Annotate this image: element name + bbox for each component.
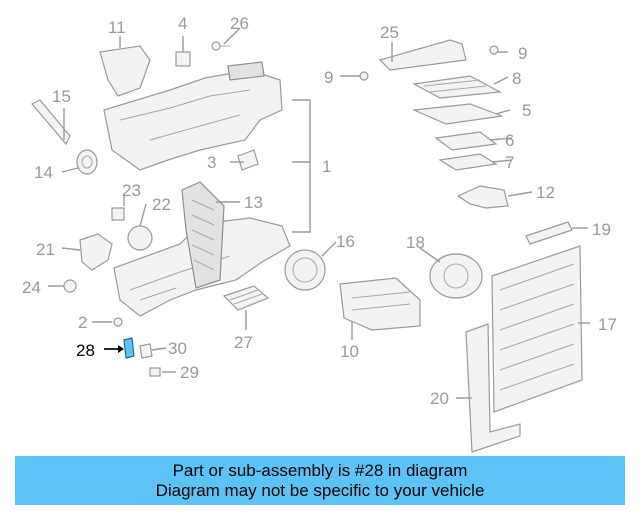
callout-label: 24 xyxy=(22,278,41,297)
part-8-filter xyxy=(412,75,503,99)
callout-label: 12 xyxy=(536,183,555,202)
part-9-clip-left xyxy=(359,71,369,81)
callout-label: 17 xyxy=(598,315,617,334)
banner-line-2: Diagram may not be specific to your vehi… xyxy=(155,480,485,500)
callout-label: 20 xyxy=(430,389,449,408)
heater-housing-upper xyxy=(99,45,283,171)
callout-label: 16 xyxy=(336,232,355,251)
part-30-clip xyxy=(139,343,153,359)
part-4-clip xyxy=(175,51,191,67)
callout-label: 7 xyxy=(505,153,514,172)
callout-label: 9 xyxy=(324,68,333,87)
callout-label: 5 xyxy=(522,101,531,120)
callout-label-highlighted: 28 xyxy=(76,341,95,360)
callout-label: 26 xyxy=(230,14,249,33)
callout-label: 15 xyxy=(52,87,71,106)
part-26-screw xyxy=(211,41,230,51)
part-2-screw xyxy=(113,317,123,327)
part-16-blower xyxy=(284,249,326,291)
part-12-bracket xyxy=(456,185,509,209)
part-15-sensor xyxy=(31,99,71,146)
leader-lines xyxy=(48,27,590,399)
part-25-strip xyxy=(378,39,467,71)
part-29-plug xyxy=(149,367,161,377)
callout-label: 19 xyxy=(592,220,611,239)
part-21-actuator xyxy=(79,233,113,271)
callout-label: 23 xyxy=(122,181,141,200)
part-22-disc xyxy=(127,225,153,251)
callout-label: 2 xyxy=(78,313,87,332)
callout-label: 25 xyxy=(380,23,399,42)
part-14-ring xyxy=(76,149,98,175)
callout-label: 11 xyxy=(108,18,126,37)
part-27-vent xyxy=(222,285,270,311)
callout-label: 3 xyxy=(207,153,216,172)
callout-label: 8 xyxy=(512,69,521,88)
callout-label: 27 xyxy=(234,333,253,352)
callout-label: 1 xyxy=(322,157,331,176)
callout-label: 18 xyxy=(406,233,425,252)
part-6-gasket xyxy=(434,131,498,151)
callout-label: 21 xyxy=(36,240,55,259)
callout-label: 14 xyxy=(34,163,53,182)
callout-label: 13 xyxy=(244,193,263,212)
callout-labels: 1 2 3 4 5 6 7 8 9 9 10 11 12 13 14 15 16… xyxy=(22,14,617,408)
part-17-heater-core xyxy=(491,245,583,413)
callout-label: 9 xyxy=(518,44,527,63)
part-18-motor xyxy=(429,253,483,299)
callout-label: 4 xyxy=(178,14,187,33)
part-5-filter-tray xyxy=(411,103,503,125)
part-28-highlighted xyxy=(123,337,135,359)
part-13-core xyxy=(181,181,225,289)
callout-label: 22 xyxy=(152,195,171,214)
highlight-arrow xyxy=(104,345,124,353)
part-20-frame xyxy=(465,323,521,453)
part-23-fitting xyxy=(111,207,125,221)
callout-label: 30 xyxy=(168,339,187,358)
callout-label: 10 xyxy=(340,342,359,361)
part-10-module xyxy=(339,277,421,331)
banner-line-1: Part or sub-assembly is #28 in diagram xyxy=(172,460,468,480)
part-7-gasket xyxy=(438,153,498,171)
callout-label: 29 xyxy=(180,363,199,382)
part-24-grommet xyxy=(63,279,77,293)
part-3-bracket xyxy=(237,149,259,171)
info-banner: Part or sub-assembly is #28 in diagram D… xyxy=(15,456,625,505)
part-19-seal xyxy=(525,221,573,245)
part-9-clip-top xyxy=(489,45,499,55)
callout-label: 6 xyxy=(505,131,514,150)
